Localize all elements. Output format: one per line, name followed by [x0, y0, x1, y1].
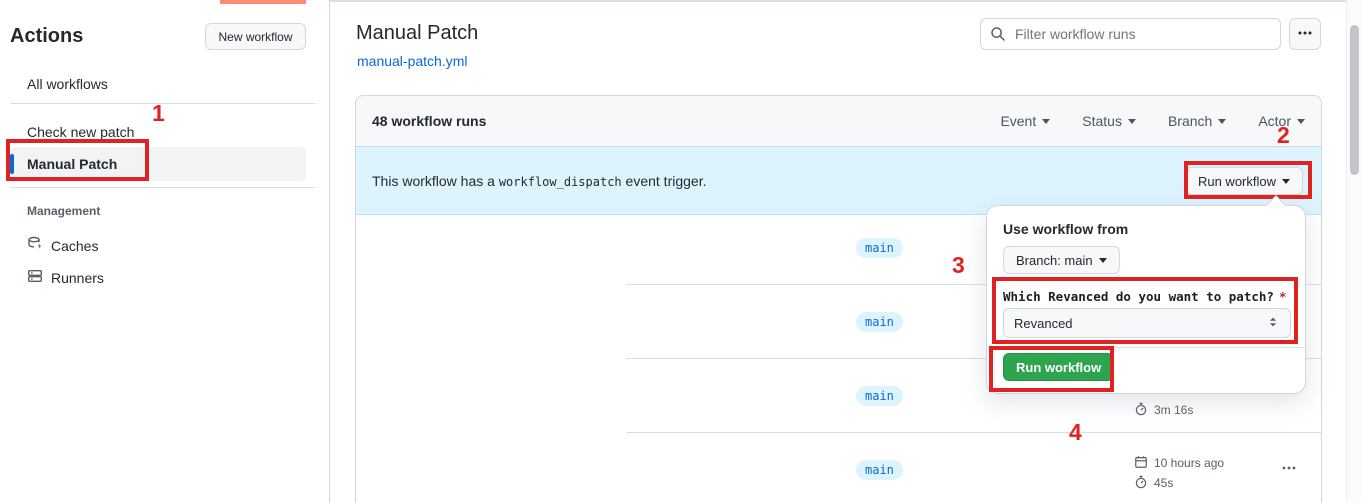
- select-updown-icon: [1266, 315, 1280, 332]
- workflow-dispatch-code: workflow_dispatch: [498, 174, 622, 189]
- kebab-icon: [1297, 25, 1313, 44]
- runs-card-header: 48 workflow runs Event Status Branch Act…: [356, 96, 1321, 147]
- selected-accent-bar: [10, 154, 14, 174]
- page-top-divider: [0, 0, 1361, 2]
- branch-badge[interactable]: main: [856, 386, 903, 406]
- popup-title: Use workflow from: [1003, 221, 1129, 237]
- runners-icon: [27, 268, 43, 287]
- new-workflow-button[interactable]: New workflow: [205, 23, 306, 50]
- sidebar-divider: [10, 187, 315, 188]
- branch-badge[interactable]: main: [856, 460, 903, 480]
- workflow-dispatch-banner: This workflow has a workflow_dispatch ev…: [356, 147, 1321, 215]
- run-workflow-dropdown-button[interactable]: Run workflow: [1184, 167, 1303, 195]
- filter-label: Branch: [1167, 113, 1213, 129]
- button-label: Run workflow: [1197, 173, 1276, 189]
- sidebar-item-label: Manual Patch: [27, 156, 118, 172]
- cache-icon: [27, 236, 43, 255]
- filter-label: Event: [1000, 113, 1037, 129]
- run-duration: 3m 16s: [1154, 403, 1194, 417]
- chevron-down-icon: [1127, 118, 1136, 124]
- sidebar-item-runners[interactable]: Runners: [27, 268, 104, 287]
- run-time-info: 3m 16s: [1134, 400, 1193, 420]
- filter-label: Status: [1082, 113, 1122, 129]
- required-asterisk: *: [1278, 289, 1287, 304]
- sidebar-item-check-new-patch[interactable]: Check new patch: [27, 124, 135, 140]
- runs-count: 48 workflow runs: [372, 113, 487, 129]
- run-time-info: 10 hours ago 45s: [1134, 453, 1224, 493]
- run-workflow-popup: Use workflow from Branch: main Which Rev…: [986, 195, 1306, 394]
- management-section-label: Management: [27, 204, 101, 218]
- select-value: Revanced: [1014, 315, 1073, 331]
- scrollbar-thumb[interactable]: [1350, 25, 1359, 175]
- row-divider: [626, 432, 1321, 433]
- calendar-icon: [1134, 455, 1148, 472]
- page-title: Manual Patch: [356, 22, 479, 44]
- filter-event-dropdown[interactable]: Event: [1000, 113, 1051, 129]
- filter-runs-search: [980, 18, 1281, 50]
- row-divider: [626, 284, 1321, 285]
- filter-branch-dropdown[interactable]: Branch: [1167, 113, 1227, 129]
- chevron-down-icon: [1042, 118, 1051, 124]
- button-label: Branch: main: [1016, 252, 1093, 268]
- chevron-down-icon: [1098, 257, 1107, 263]
- actions-tab-underline: [220, 0, 306, 4]
- revanced-select[interactable]: Revanced: [1003, 308, 1291, 338]
- banner-text: This workflow has a workflow_dispatch ev…: [372, 172, 707, 189]
- chevron-down-icon: [1282, 178, 1290, 184]
- run-workflow-submit-button[interactable]: Run workflow: [1003, 353, 1115, 381]
- chevron-down-icon: [1218, 118, 1227, 124]
- run-age: 10 hours ago: [1154, 456, 1225, 470]
- popup-divider: [987, 347, 1305, 348]
- workflow-file-link[interactable]: manual-patch.yml: [357, 53, 468, 69]
- run-duration: 45s: [1154, 476, 1174, 490]
- filter-actor-dropdown[interactable]: Actor: [1258, 113, 1305, 129]
- page-scrollbar: [1346, 0, 1361, 503]
- stopwatch-icon: [1134, 402, 1148, 419]
- stopwatch-icon: [1134, 475, 1148, 492]
- workflow-input-label: Which Revanced do you want to patch?*: [1003, 289, 1287, 304]
- branch-badge[interactable]: main: [856, 238, 903, 258]
- filter-label: Actor: [1258, 113, 1291, 129]
- workflow-runs-card: 48 workflow runs Event Status Branch Act…: [355, 95, 1322, 503]
- row-divider: [626, 358, 1321, 359]
- sidebar-title: Actions: [10, 25, 84, 47]
- actions-sidebar: Actions New workflow All workflows Check…: [0, 0, 330, 503]
- branch-select-button[interactable]: Branch: main: [1003, 246, 1120, 274]
- sidebar-divider: [10, 103, 315, 104]
- branch-badge[interactable]: main: [856, 312, 903, 332]
- chevron-down-icon: [1297, 118, 1305, 124]
- sidebar-item-label: Runners: [51, 269, 104, 286]
- sidebar-item-caches[interactable]: Caches: [27, 236, 98, 255]
- sidebar-item-all-workflows[interactable]: All workflows: [27, 76, 108, 92]
- search-input[interactable]: [980, 18, 1281, 50]
- run-options-button[interactable]: [1276, 458, 1302, 480]
- sidebar-item-manual-patch[interactable]: Manual Patch: [10, 147, 306, 181]
- kebab-icon: [1281, 464, 1297, 479]
- filter-status-dropdown[interactable]: Status: [1082, 113, 1136, 129]
- sidebar-item-label: Caches: [51, 237, 99, 254]
- workflow-options-button[interactable]: [1289, 18, 1321, 50]
- runs-filters: Event Status Branch Actor: [1000, 96, 1305, 146]
